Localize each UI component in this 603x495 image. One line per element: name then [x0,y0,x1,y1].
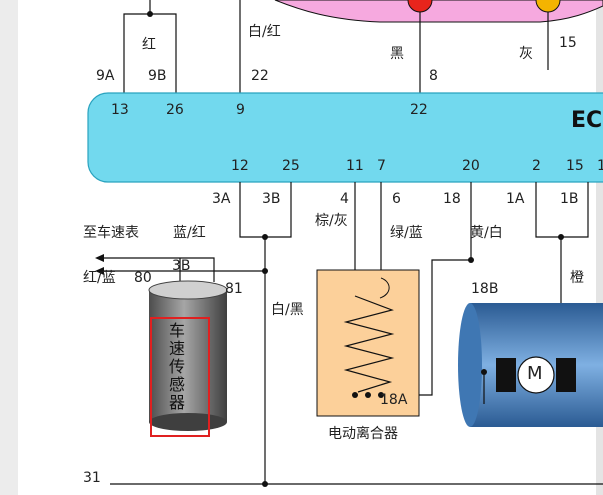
clutch-coil [343,295,395,393]
ecu-pin-13: 13 [111,102,129,118]
ecu-pin-7: 7 [377,158,386,174]
wire-gray-label: 灰 [519,46,533,62]
wire-white-red-label: 白/红 [248,24,281,40]
to-speedometer-label: 至车速表 [83,225,139,241]
ecu-title: EC [571,108,603,133]
wire-white-black: 白/黑 [271,302,304,318]
connector-3b: 3B [262,191,281,207]
ecu-pin-11: 11 [346,158,364,174]
ecu-block [87,92,603,183]
ecu-pin-25: 25 [282,158,300,174]
connector-3a: 3A [212,191,231,207]
electric-clutch [316,269,420,417]
pin-81-label: 81 [225,281,243,297]
wire-yellow-white: 黄/白 [470,225,503,241]
speed-sensor-char-2: 速 [168,339,185,358]
speed-sensor-char-3: 传 [168,357,185,376]
ecu-pin-1: 1 [597,158,603,174]
pin-15-top-label: 15 [559,35,577,51]
pin-22-top-label: 22 [251,68,269,84]
ecu-pin-22: 22 [410,102,428,118]
pin-31-label: 31 [83,470,101,486]
speed-sensor-char-1: 车 [168,321,185,340]
wire-brown-gray: 棕/灰 [315,213,348,229]
connector-6: 6 [392,191,401,207]
pin-18b-label: 18B [471,281,499,297]
pin-80-label: 80 [134,270,152,286]
wire-black-label: 黑 [390,46,404,62]
top-junction-dot [147,11,153,17]
motor-label: M [527,363,543,384]
speed-sensor-char-4: 感 [168,375,185,394]
wire-green-blue: 绿/蓝 [390,225,423,241]
wire-red-label: 红 [142,37,156,53]
ecu-pin-2: 2 [532,158,541,174]
connector-4: 4 [340,191,349,207]
relay-module-shape [274,0,603,23]
pin-18a-label: 18A [380,392,408,408]
ecu-pin-9: 9 [236,102,245,118]
motor-circle [517,356,555,394]
pin-3b-sensor-label: 3B [172,258,191,274]
wire-orange: 橙 [570,270,584,286]
ecu-pin-20: 20 [462,158,480,174]
arrow-to-speedo [95,254,104,262]
wire-red-blue: 红/蓝 [83,270,116,286]
pin-9a-label: 9A [96,68,115,84]
right-margin-bar [596,0,603,495]
motor-unit [458,303,603,427]
pin-8-label: 8 [429,68,438,84]
ecu-pin-12: 12 [231,158,249,174]
speed-sensor-label: 车 速 传 感 器 [163,322,191,412]
connector-18: 18 [443,191,461,207]
left-margin-bar [0,0,18,495]
connector-1a: 1A [506,191,525,207]
ecu-pin-15: 15 [566,158,584,174]
arrow-red-blue [95,267,104,275]
wire-blue-red: 蓝/红 [173,225,206,241]
electric-clutch-label: 电动离合器 [328,426,398,442]
speed-sensor-char-5: 器 [168,393,185,412]
highlight-box [150,317,210,437]
connector-1b: 1B [560,191,579,207]
speed-sensor [148,280,228,431]
pin-9b-label: 9B [148,68,167,84]
ecu-pin-26: 26 [166,102,184,118]
